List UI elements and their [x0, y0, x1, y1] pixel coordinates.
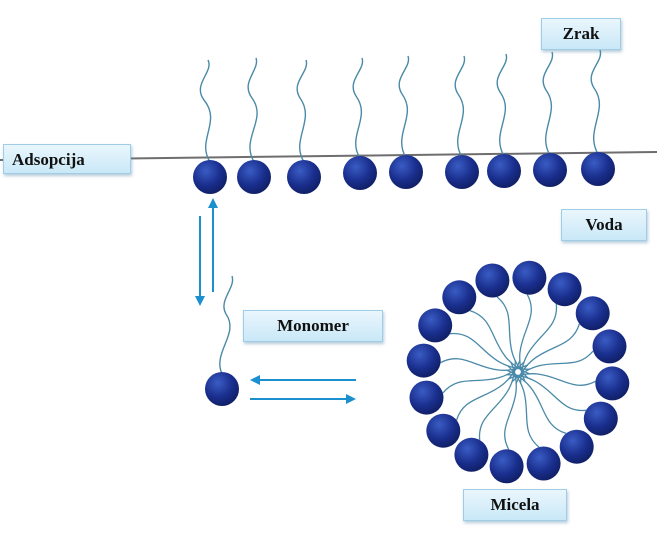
tail	[591, 50, 600, 154]
adsorbed-monomer	[445, 56, 479, 189]
micelle-head	[410, 381, 444, 415]
micelle-head	[584, 402, 618, 436]
micelle-head	[548, 272, 582, 306]
micelle-head	[475, 264, 509, 298]
head	[205, 372, 239, 406]
adsorption-label: Adsopcija	[3, 144, 131, 174]
micelle-label: Micela	[463, 489, 567, 521]
head	[533, 153, 567, 187]
adsorbed-monomer	[193, 60, 227, 194]
adsorbed-monomer	[487, 54, 521, 188]
head	[445, 155, 479, 189]
micelle-head	[560, 430, 594, 464]
micelle-head	[527, 447, 561, 481]
adsorbed-monomer	[343, 58, 377, 190]
adsorbed-monomer	[533, 52, 567, 187]
adsorbed-monomer	[237, 58, 271, 194]
tail	[248, 58, 257, 162]
head	[581, 152, 615, 186]
head	[237, 160, 271, 194]
micelle-head	[454, 438, 488, 472]
tail	[353, 58, 362, 158]
micelle-heads	[407, 261, 630, 484]
micelle-head	[426, 414, 460, 448]
micelle-tails	[441, 295, 596, 450]
micelle-head	[490, 449, 524, 483]
head	[343, 156, 377, 190]
head	[487, 154, 521, 188]
adsorbed-monomers	[193, 50, 615, 194]
tail	[220, 276, 233, 374]
micelle-head	[595, 366, 629, 400]
free-monomer	[205, 276, 239, 406]
micelle-head	[418, 308, 452, 342]
air-label: Zrak	[541, 18, 621, 50]
adsorbed-monomer	[389, 56, 423, 189]
head	[287, 160, 321, 194]
micelle-head	[407, 344, 441, 378]
head	[389, 155, 423, 189]
micelle-head	[593, 329, 627, 363]
water-label: Voda	[561, 209, 647, 241]
micelle-head	[576, 296, 610, 330]
micelle-head	[512, 261, 546, 295]
tail	[455, 56, 464, 157]
tail	[399, 56, 408, 158]
tail	[543, 52, 552, 155]
tail	[497, 54, 506, 156]
tail	[200, 60, 210, 162]
micelle	[407, 261, 630, 484]
head	[193, 160, 227, 194]
adsorbed-monomer	[581, 50, 615, 186]
tail	[297, 60, 306, 162]
monomer-label: Monomer	[243, 310, 383, 342]
adsorbed-monomer	[287, 60, 321, 194]
micelle-head	[442, 280, 476, 314]
